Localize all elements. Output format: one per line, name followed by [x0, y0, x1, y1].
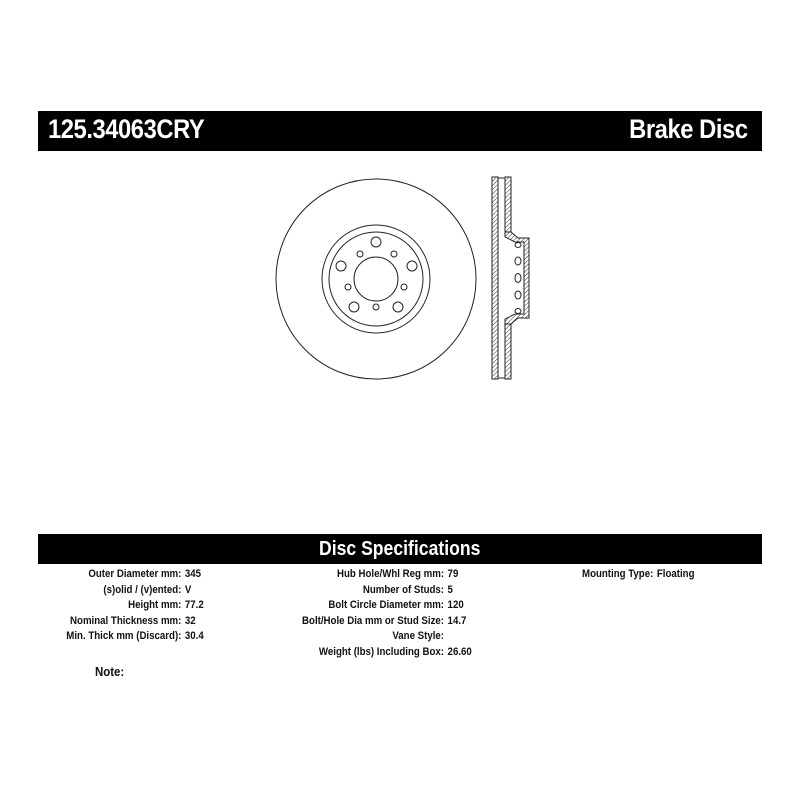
spec-row: Mounting Type:Floating: [582, 567, 695, 583]
spec-value: 26.60: [447, 645, 472, 658]
spec-label: Nominal Thickness mm:: [70, 614, 182, 627]
spec-label: Mounting Type:: [582, 568, 654, 580]
spec-label: Hub Hole/Whl Reg mm:: [337, 568, 445, 580]
spec-value: [444, 629, 448, 645]
spec-label: Height mm:: [128, 599, 182, 611]
product-type: Brake Disc: [629, 114, 749, 144]
front-view: [275, 178, 477, 380]
spec-value: 32: [184, 614, 196, 627]
spec-row: Nominal Thickness mm:32: [45, 614, 204, 630]
spec-row: Bolt Circle Diameter mm:120: [283, 598, 472, 614]
part-number: 125.34063CRY: [48, 114, 205, 144]
spec-label: Bolt/Hole Dia mm or Stud Size:: [302, 614, 445, 627]
spec-label: Weight (lbs) Including Box:: [318, 645, 445, 658]
spec-value: V: [184, 583, 192, 596]
spec-row: Bolt/Hole Dia mm or Stud Size:14.7: [283, 614, 472, 630]
spec-label: Number of Studs:: [362, 583, 445, 596]
title-bar: 125.34063CRY Brake Disc: [38, 111, 762, 151]
spec-row: Hub Hole/Whl Reg mm:79: [283, 567, 472, 583]
note-label: Note:: [95, 664, 125, 679]
spec-label: Vane Style:: [392, 630, 445, 642]
spec-value: 120: [447, 599, 464, 611]
spec-value: 30.4: [184, 630, 204, 642]
spec-row: Height mm:77.2: [45, 598, 204, 614]
spec-label: Bolt Circle Diameter mm:: [328, 599, 445, 611]
side-view: [491, 176, 530, 380]
spec-label: Min. Thick mm (Discard):: [66, 630, 182, 642]
specifications-title: Disc Specifications: [319, 538, 481, 560]
spec-row: Outer Diameter mm:345: [45, 567, 204, 583]
spec-value: 14.7: [447, 614, 467, 627]
brake-disc-icon: [275, 176, 530, 380]
spec-column-2: Hub Hole/Whl Reg mm:79 Number of Studs:5…: [283, 567, 472, 660]
spec-value: 79: [447, 568, 459, 580]
spec-value: Floating: [656, 568, 695, 580]
spec-row: Weight (lbs) Including Box:26.60: [283, 645, 472, 661]
disc-drawing: [270, 170, 540, 390]
spec-column-1: Outer Diameter mm:345 (s)olid / (v)ented…: [45, 567, 204, 645]
spec-label: (s)olid / (v)ented:: [103, 583, 182, 596]
spec-row: Vane Style:: [283, 629, 472, 645]
spec-row: Number of Studs:5: [283, 583, 472, 599]
specifications-header: Disc Specifications: [38, 534, 762, 564]
spec-value: 345: [184, 568, 202, 580]
spec-value: 5: [447, 583, 453, 596]
spec-row: (s)olid / (v)ented:V: [45, 583, 204, 599]
spec-label: Outer Diameter mm:: [88, 568, 182, 580]
spec-column-3: Mounting Type:Floating: [582, 567, 695, 583]
spec-row: Min. Thick mm (Discard):30.4: [45, 629, 204, 645]
spec-value: 77.2: [184, 599, 204, 611]
